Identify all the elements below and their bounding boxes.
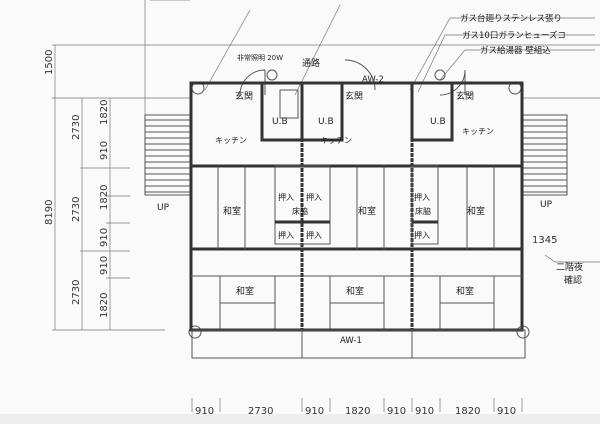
room-closet: 押入 (278, 230, 294, 240)
svg-text:910: 910 (99, 228, 110, 247)
svg-text:910: 910 (305, 406, 324, 417)
room-alcove: 床脇 (292, 206, 308, 216)
room-tatami: 和室 (467, 205, 485, 217)
svg-text:2730: 2730 (71, 115, 82, 140)
note-second-floor-sub: 確認 (564, 274, 582, 286)
room-closet: 押入 (278, 192, 294, 202)
svg-text:910: 910 (99, 256, 110, 275)
room-closet: 押入 (306, 230, 322, 240)
note-gas-counter: ガス台廻りステンレス張り (460, 13, 562, 24)
svg-text:1820: 1820 (99, 185, 110, 210)
room-alcove: 床脇 (415, 206, 431, 216)
room-entrance: 玄関 (456, 90, 474, 102)
svg-text:2730: 2730 (248, 406, 273, 417)
left-dimensions: 1500 8190 2730 2730 2730 1820 910 1820 9… (44, 50, 110, 318)
note-emergency-light: 非常照明 20W (237, 53, 283, 62)
svg-text:2730: 2730 (71, 197, 82, 222)
note-water-heater: ガス給湯器 壁組込 (480, 45, 551, 56)
note-gas-fuse: ガス10口ガランヒューズコ (462, 30, 566, 41)
building-walls (189, 81, 526, 359)
window-aw1: AW-1 (340, 336, 362, 346)
room-bath: U.B (272, 117, 288, 127)
annotation-leaders (150, 0, 595, 96)
stair-offset-dim: 1345 (532, 235, 557, 246)
left-stair (144, 114, 191, 196)
room-bath: U.B (318, 117, 334, 127)
svg-text:910: 910 (195, 406, 214, 417)
room-tatami: 和室 (236, 285, 254, 297)
room-tatami: 和室 (456, 285, 474, 297)
svg-text:1820: 1820 (455, 406, 480, 417)
stair-up-right: UP (540, 200, 553, 210)
room-entrance: 玄関 (345, 90, 363, 102)
svg-text:910: 910 (99, 141, 110, 160)
svg-text:1820: 1820 (345, 406, 370, 417)
room-closet: 押入 (306, 192, 322, 202)
svg-text:910: 910 (415, 406, 434, 417)
svg-text:910: 910 (387, 406, 406, 417)
room-entrance: 玄関 (235, 90, 253, 102)
room-tatami: 和室 (223, 205, 241, 217)
room-kitchen: キッチン (462, 127, 494, 136)
dim-top: 1500 (44, 50, 55, 75)
room-labels: 玄関 玄関 玄関 U.B U.B U.B キッチン キッチン キッチン 押入 押… (215, 90, 494, 297)
room-kitchen: キッチン (320, 136, 352, 145)
room-tatami: 和室 (358, 205, 376, 217)
note-second-floor: 二階夜 (556, 261, 583, 273)
svg-text:1820: 1820 (99, 100, 110, 125)
room-kitchen: キッチン (215, 136, 247, 145)
dim-total: 8190 (44, 200, 55, 225)
svg-text:1820: 1820 (99, 293, 110, 318)
room-tatami: 和室 (346, 285, 364, 297)
bottom-dimensions: 910 2730 910 1820 910 910 1820 910 (191, 398, 523, 417)
room-bath: U.B (430, 117, 446, 127)
stair-up-left: UP (157, 203, 170, 213)
grid-lines (52, 0, 600, 331)
note-passage: 通路 (302, 57, 320, 69)
right-stair (521, 114, 568, 196)
svg-text:2730: 2730 (71, 280, 82, 305)
svg-text:910: 910 (497, 406, 516, 417)
room-closet: 押入 (414, 192, 430, 202)
room-closet: 押入 (414, 230, 430, 240)
